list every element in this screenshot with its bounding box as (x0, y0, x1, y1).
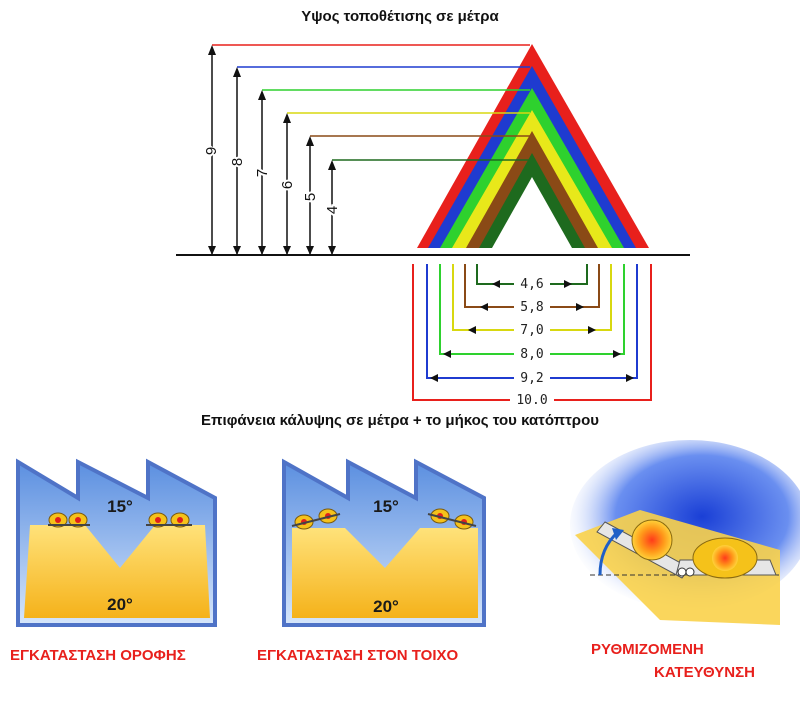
wall-lamps-right (427, 508, 477, 530)
roof-upper-angle: 15° (107, 497, 133, 516)
height-marker-4: 4 (322, 159, 530, 255)
wall-installation-panel: 15° 20° (282, 458, 486, 627)
height-marker-5: 5 (300, 135, 530, 255)
coverage-diagram: 9 9 8 7 6 5 4 4,6 (176, 44, 690, 408)
width-label-7.0: 7,0 (520, 323, 543, 338)
width-label-10.0: 10.0 (516, 393, 547, 408)
adjustable-caption-line2: ΚΑΤΕΥΘΥΝΣΗ (654, 664, 755, 681)
height-label-5: 5 (302, 193, 319, 201)
installation-illustrations: 15° 20° 15° 20° (16, 440, 800, 627)
roof-lower-angle: 20° (107, 595, 133, 614)
adjustable-direction-panel (570, 440, 800, 625)
width-bracket-4.6: 4,6 (476, 264, 588, 292)
width-label-5.8: 5,8 (520, 300, 543, 315)
width-bracket-5.8: 5,8 (464, 264, 600, 315)
wall-lower-angle: 20° (373, 597, 399, 616)
width-bracket-7.0: 7,0 (452, 264, 612, 338)
adjustable-caption-line1: ΡΥΘΜΙΖΟΜΕΝΗ (591, 641, 704, 658)
adjustable-lamp-flat (675, 537, 777, 579)
coverage-title: Επιφάνεια κάλυψης σε μέτρα + το μήκος το… (201, 412, 599, 429)
height-label-4: 4 (324, 206, 341, 214)
height-title: Υψος τοποθέτισης σε μέτρα (301, 8, 499, 25)
adjustable-lamp-tilted (596, 519, 691, 579)
wall-installation-caption: ΕΓΚΑΤΑΣΤΑΣΗ ΣΤΟΝ ΤΟΙΧΟ (257, 647, 459, 664)
width-label-9.2: 9,2 (520, 371, 543, 386)
height-label-9: 9 (203, 147, 220, 155)
width-label-8.0: 8,0 (520, 347, 543, 362)
height-label-8: 8 (229, 158, 246, 166)
height-label-7: 7 (254, 169, 271, 177)
height-marker-7: 7 (252, 89, 530, 255)
roof-installation-panel: 15° 20° (16, 458, 217, 627)
height-marker-8: 8 (227, 66, 530, 255)
height-marker-6: 6 (277, 112, 530, 255)
ceiling-lamps-left (48, 512, 90, 528)
wall-lamps-left (291, 508, 341, 530)
width-label-4.6: 4,6 (520, 277, 543, 292)
ceiling-lamps-right (146, 512, 192, 528)
width-bracket-10.0: 10.0 (412, 264, 652, 408)
roof-installation-caption: ΕΓΚΑΤΑΣΤΑΣΗ ΟΡΟΦΗΣ (10, 647, 186, 664)
height-marker-9: 9 9 (195, 44, 530, 255)
height-label-6: 6 (279, 181, 296, 189)
width-bracket-8.0: 8,0 (439, 264, 625, 362)
cone-inner (492, 177, 572, 248)
width-bracket-9.2: 9,2 (426, 264, 638, 386)
wall-upper-angle: 15° (373, 497, 399, 516)
height-label-9-bg: 9 (198, 147, 214, 155)
